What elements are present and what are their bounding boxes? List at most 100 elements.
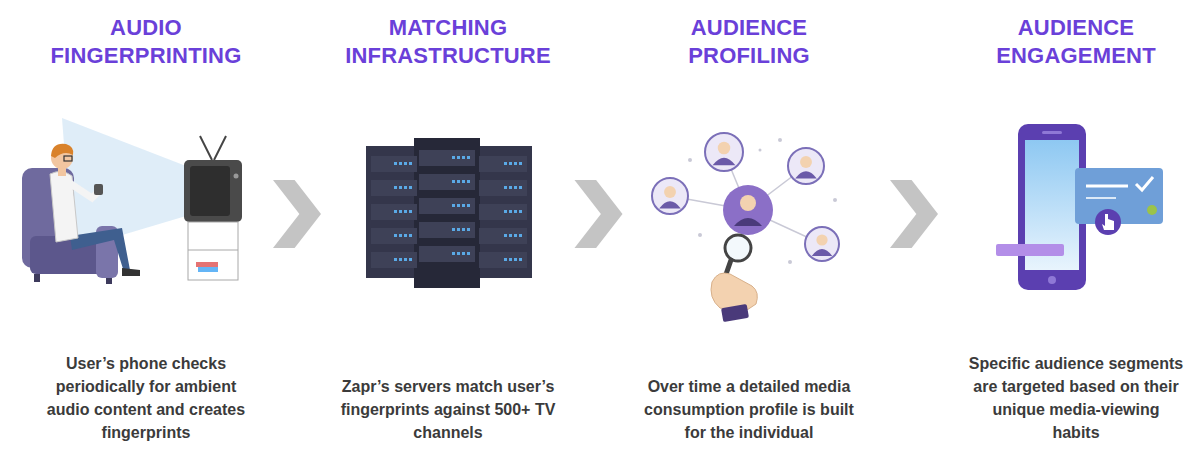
step-heading: MATCHING INFRASTRUCTURE [335,14,561,70]
ad-line [1086,197,1116,199]
audience-network-illustration [652,133,839,322]
server-light [457,180,460,183]
server-unit [371,204,417,220]
step-caption: User’s phone checks periodically for amb… [37,352,255,444]
person-head [740,195,756,211]
server-rack [366,146,422,278]
server-light [519,258,522,261]
server-illustration [366,138,532,288]
server-light [504,210,507,213]
server-light [399,210,402,213]
server-unit [479,252,527,268]
status-dot [1147,205,1157,215]
server-light [394,186,397,189]
sofa-leg [106,278,112,284]
server-unit [479,228,527,244]
server-unit [371,252,417,268]
server-unit [371,156,417,172]
server-light [452,156,455,159]
server-light [452,228,455,231]
server-light [467,156,470,159]
book [196,262,218,267]
server-light [404,186,407,189]
server-unit [479,156,527,172]
server-light [404,162,407,165]
step-caption: Over time a detailed media consumption p… [640,375,858,444]
process-step: MATCHING INFRASTRUCTURE Zapr’s servers ma… [329,14,567,444]
server-light [399,258,402,261]
chevron-arrow [890,180,938,248]
server-light [409,186,412,189]
tv-body [184,160,242,222]
server-light [409,162,412,165]
server-light [457,156,460,159]
step-heading: AUDIO FINGERPRINTING [33,14,259,70]
server-light [462,156,465,159]
server-light [404,210,407,213]
server-light [452,252,455,255]
server-light [467,180,470,183]
process-step: AUDIENCE ENGAGEMENTSpecific audience seg… [960,14,1192,444]
server-light [409,210,412,213]
server-light [462,204,465,207]
tv-viewer-illustration [22,118,242,284]
check-mark [1136,177,1153,190]
server-light [514,234,517,237]
shoe [122,268,140,276]
chevron-arrow [575,180,623,248]
chevron-arrow [273,180,321,248]
server-light [514,186,517,189]
magnifier [725,235,751,261]
stand-shelf [188,250,238,251]
server-light [457,252,460,255]
process-step: AUDIO FINGERPRINTING User’s phone checks … [27,14,265,444]
server-light [519,186,522,189]
server-light [404,258,407,261]
server-light [504,258,507,261]
cuff [721,304,749,322]
book [198,267,218,272]
person-body [734,218,762,226]
server-light [514,210,517,213]
server-unit [479,180,527,196]
server-unit [419,222,475,238]
server-light [509,162,512,165]
phone-speaker [1042,131,1062,134]
server-light [504,162,507,165]
ad-line [1086,185,1128,188]
person-icon [805,227,839,261]
server-unit [479,204,527,220]
server-light [467,228,470,231]
tap-cursor [1095,209,1121,235]
tv-knob [234,174,239,179]
person-icon [788,148,824,184]
step-heading: AUDIENCE ENGAGEMENT [963,14,1189,70]
central-profile [723,185,773,235]
server-light [409,258,412,261]
server-light [504,234,507,237]
arm [68,182,98,198]
server-light [399,234,402,237]
phone-button [1048,276,1056,284]
server-light [504,186,507,189]
server-unit [419,198,475,214]
server-light [394,210,397,213]
server-unit [419,150,475,166]
server-unit [419,174,475,190]
server-light [509,234,512,237]
tv-stand [188,222,238,280]
tv-screen [190,166,230,216]
server-light [519,234,522,237]
server-unit [371,180,417,196]
step-caption: Zapr’s servers match user’s fingerprints… [339,375,557,444]
antenna [214,136,226,160]
server-light [452,204,455,207]
server-light [452,180,455,183]
antenna [200,136,212,160]
glasses [64,156,72,161]
server-light [457,228,460,231]
server-light [399,162,402,165]
cup [94,184,103,195]
hand-cursor [1102,214,1114,230]
server-light [514,162,517,165]
